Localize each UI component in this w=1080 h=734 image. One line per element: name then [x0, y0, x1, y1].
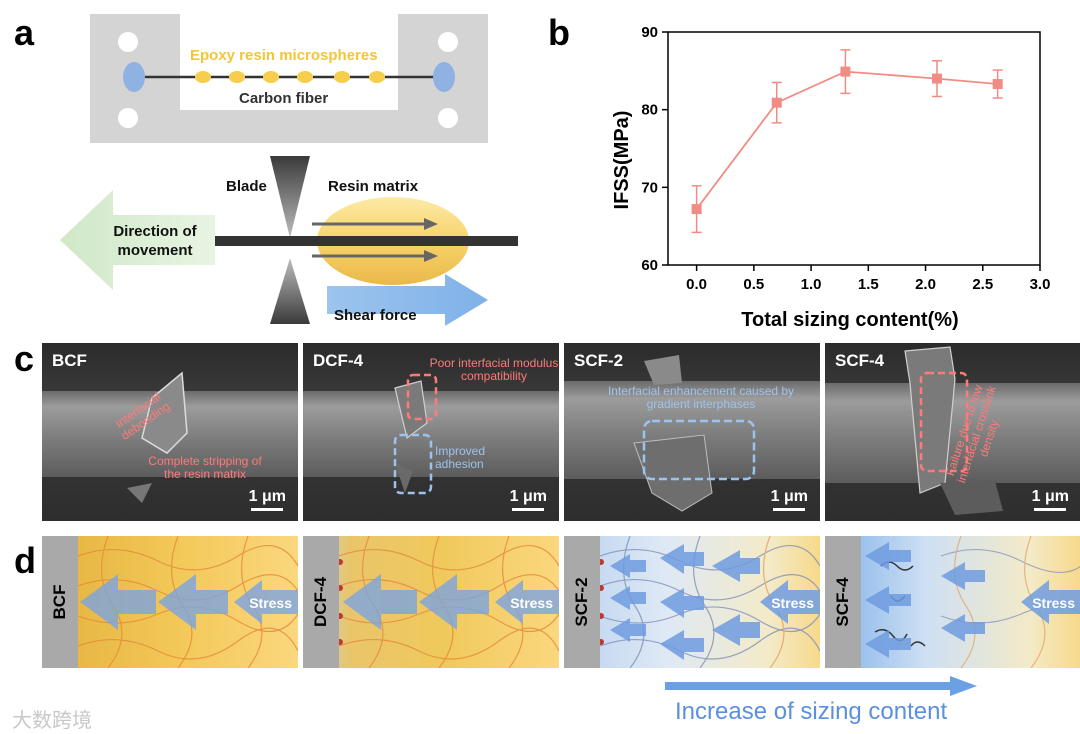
sem-title: BCF — [52, 351, 87, 370]
panel-label-c: c — [14, 338, 35, 379]
carbon-fiber-label: Carbon fiber — [239, 90, 329, 107]
panel-a-schematic — [60, 14, 518, 326]
schematic-scf2: SCF-2 Stress — [564, 536, 820, 668]
panel-label-d: d — [14, 540, 36, 581]
panel-label-b: b — [548, 12, 570, 53]
annotation-modulus: Poor interfacial modulus compatibility — [429, 356, 559, 383]
direction-arrow — [60, 190, 215, 290]
microspheres-label: Epoxy resin microspheres — [190, 47, 378, 64]
shear-arrow — [327, 274, 488, 326]
data-point — [992, 79, 1003, 90]
fiber-rail: DCF-4 — [303, 536, 339, 668]
fiber-rail: BCF — [42, 536, 78, 668]
fiber-inside — [317, 236, 469, 246]
y-tick-label: 80 — [641, 102, 658, 119]
stress-label: Stress — [510, 595, 553, 611]
annotation-gradient: Interfacial enhancement caused by gradie… — [607, 384, 795, 411]
x-tick-label: 1.0 — [801, 276, 822, 293]
stress-label: Stress — [249, 595, 292, 611]
holder-hole — [118, 108, 138, 128]
holder-frame — [90, 14, 488, 143]
y-tick-label: 90 — [641, 24, 658, 41]
resin-microspheres — [195, 71, 385, 83]
x-tick-label: 3.0 — [1030, 276, 1051, 293]
resin-network — [339, 536, 559, 668]
y-axis-label: IFSS(MPa) — [611, 111, 633, 210]
holder-hole — [118, 32, 138, 52]
sem-title: SCF-2 — [574, 351, 624, 370]
y-tick-label: 70 — [641, 179, 658, 196]
x-tick-label: 2.5 — [972, 276, 993, 293]
blade-bottom — [270, 258, 310, 324]
annotation-adhesion: Improved adhesion — [435, 444, 486, 471]
resin-network — [865, 536, 1080, 668]
stress-label: Stress — [771, 595, 814, 611]
shear-arrows — [312, 218, 438, 262]
data-point — [840, 66, 851, 77]
panel-label-a: a — [14, 12, 35, 53]
resin-matrix-label: Resin matrix — [328, 178, 419, 195]
sem-title: DCF-4 — [313, 351, 364, 370]
ifss-chart: 0.0 0.5 1.0 1.5 2.0 2.5 3.0 60 70 80 90 Total sizi… — [611, 24, 1051, 330]
stress-label: Stress — [1032, 595, 1075, 611]
watermark: 大数跨境 — [12, 710, 92, 732]
resin-network — [78, 536, 298, 668]
direction-label: Direction of movement — [113, 223, 197, 259]
schematic-bcf: BCF Stress — [42, 536, 298, 668]
schematic-dcf4: DCF-4 Stress — [303, 536, 559, 668]
fiber-clamp-left — [123, 62, 145, 92]
annotation-stripping: Complete stripping of the resin matrix — [148, 454, 262, 481]
shear-force-label: Shear force — [334, 307, 417, 324]
blade-top — [270, 156, 310, 238]
resin-network — [600, 536, 820, 668]
scale-bar: 1 μm — [771, 488, 808, 511]
data-point — [691, 204, 702, 215]
x-axis-label: Total sizing content(%) — [741, 309, 958, 330]
sem-image-scf2: SCF-2 Interfacial enhancement caused by … — [564, 343, 820, 521]
blade-label: Blade — [226, 178, 267, 195]
x-tick-label: 1.5 — [858, 276, 879, 293]
scale-bar: 1 μm — [510, 488, 547, 511]
x-tick-label: 0.5 — [743, 276, 764, 293]
data-point — [771, 97, 782, 108]
plot-frame — [667, 31, 1041, 266]
fiber-rail: SCF-2 — [564, 536, 600, 668]
holder-hole — [438, 32, 458, 52]
fiber-clamp-right — [433, 62, 455, 92]
sem-title: SCF-4 — [835, 351, 885, 370]
fiber-rail: SCF-4 — [825, 536, 861, 668]
x-tick-label: 0.0 — [686, 276, 707, 293]
sem-image-bcf: BCF Interfacial debonding Complete strip… — [42, 343, 298, 521]
series-line — [695, 70, 998, 210]
data-point — [931, 73, 942, 84]
holder-hole — [438, 108, 458, 128]
increase-arrow — [665, 676, 977, 696]
sem-image-scf4: SCF-4 Failure due to low interfacial cro… — [825, 343, 1080, 521]
sem-image-dcf4: DCF-4 Poor interfacial modulus compatibi… — [303, 343, 559, 521]
scale-bar: 1 μm — [249, 488, 286, 511]
x-tick-label: 2.0 — [915, 276, 936, 293]
schematic-scf4: SCF-4 Stress — [825, 536, 1080, 668]
scale-bar: 1 μm — [1032, 488, 1069, 511]
increase-label: Increase of sizing content — [675, 698, 948, 725]
y-tick-label: 60 — [641, 257, 658, 274]
